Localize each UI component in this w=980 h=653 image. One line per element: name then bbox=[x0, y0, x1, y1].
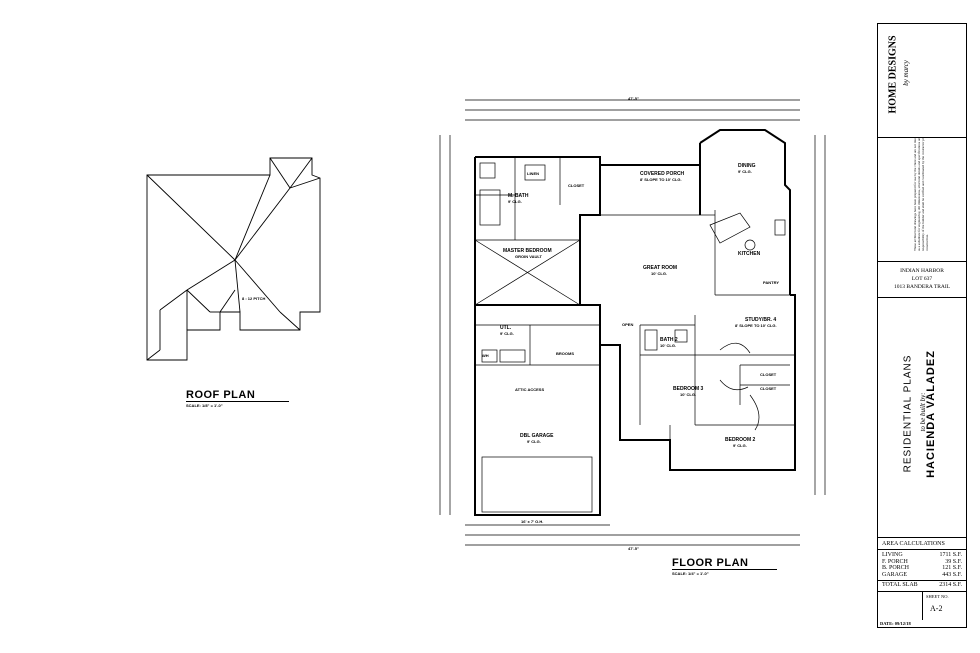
room-bath2-note: 10' CLG. bbox=[660, 343, 677, 348]
roof-plan-drawing bbox=[146, 157, 321, 361]
logo-text: HOME DESIGNS bbox=[888, 30, 899, 120]
area-label: LIVING bbox=[882, 552, 903, 558]
builder-name: HACIENDA VALADEZ bbox=[925, 350, 937, 478]
room-bedroom3-note: 10' CLG. bbox=[680, 392, 697, 397]
title-block: HOME DESIGNS by marcy These architectura… bbox=[877, 23, 967, 628]
overall-width-bottom: 47'-5" bbox=[628, 546, 639, 551]
logo-line2: by bbox=[902, 79, 910, 86]
logo-line1: HOME DESIGNS bbox=[887, 35, 899, 114]
sheet-no: A-2 bbox=[930, 604, 943, 613]
room-brooms: BROOMS bbox=[556, 351, 574, 356]
area-label: F. PORCH bbox=[882, 558, 908, 565]
subdivision: INDIAN HARBOR bbox=[900, 268, 944, 274]
overall-width-top: 47'-5" bbox=[628, 96, 639, 101]
floor-plan-scale: SCALE: 1/4" = 1'-0" bbox=[672, 571, 709, 576]
plans-cell: RESIDENTIAL PLANS to be built by: HACIEN… bbox=[878, 298, 966, 538]
room-garage-note: 9' CLG. bbox=[527, 439, 541, 444]
room-great-room: GREAT ROOM bbox=[643, 265, 678, 271]
sheet-label: SHEET NO. bbox=[926, 594, 949, 599]
total-value: 2314 S.F. bbox=[939, 582, 962, 588]
roof-plan-title-underline bbox=[186, 401, 289, 402]
room-master-bedroom: MASTER BEDROOM bbox=[503, 248, 552, 254]
room-bath2: BATH 2 bbox=[660, 337, 678, 343]
room-great-room-note: 10' CLG. bbox=[651, 271, 668, 276]
room-m-bath-note: 9' CLG. bbox=[508, 199, 522, 204]
disclaimer-cell: These architectural drawings have been p… bbox=[878, 138, 966, 262]
area-row-garage: GARAGE 443 S.F. bbox=[878, 572, 966, 579]
room-wh: WH bbox=[482, 353, 489, 358]
address: 1013 BANDERA TRAIL bbox=[893, 284, 951, 290]
sheet-cell: SHEET NO. A-2 DATE: 09/12/18 bbox=[878, 592, 966, 629]
room-utl-note: 9' CLG. bbox=[500, 331, 514, 336]
room-study-note: 8' SLOPE TO 10' CLG. bbox=[735, 323, 777, 328]
roof-plan-scale: SCALE: 1/8" = 1'-0" bbox=[186, 403, 223, 408]
room-closet-b: CLOSET bbox=[760, 372, 777, 377]
room-closet-c: CLOSET bbox=[760, 386, 777, 391]
area-row-f-porch: F. PORCH 39 S.F. bbox=[878, 559, 966, 566]
area-value: 1711 S.F. bbox=[939, 552, 962, 558]
room-covered-porch: COVERED PORCH bbox=[640, 171, 685, 177]
room-utl: UTL. bbox=[500, 325, 512, 331]
roof-plan-title: ROOF PLAN bbox=[186, 389, 256, 401]
area-cell: AREA CALCULATIONS LIVING 1711 S.F. F. POR… bbox=[878, 538, 966, 592]
disclaimer-text: These architectural drawings have been p… bbox=[913, 138, 929, 251]
room-master-bedroom-note: GROIN VAULT bbox=[515, 254, 542, 259]
area-row-total: TOTAL SLAB 2314 S.F. bbox=[878, 580, 966, 589]
room-m-bath: M. BATH bbox=[508, 193, 529, 199]
area-value: 443 S.F. bbox=[942, 571, 962, 578]
area-label: GARAGE bbox=[882, 571, 907, 578]
room-bedroom2: BEDROOM 2 bbox=[725, 437, 756, 443]
floor-plan-drawing bbox=[439, 99, 826, 546]
room-linen: LINEN bbox=[527, 171, 539, 176]
address-cell: INDIAN HARBOR LOT 637 1013 BANDERA TRAIL bbox=[878, 262, 966, 298]
sheet-left-box bbox=[878, 592, 923, 620]
room-study: STUDY/BR. 4 bbox=[745, 317, 777, 323]
sheet-date: DATE: 09/12/18 bbox=[880, 621, 911, 626]
logo-by: by marcy bbox=[902, 43, 910, 103]
total-label: TOTAL SLAB bbox=[882, 582, 918, 588]
garage-door-label: 16' x 7' O.H. bbox=[521, 519, 544, 524]
room-open: OPEN bbox=[622, 322, 634, 327]
area-label: B. PORCH bbox=[882, 565, 910, 571]
area-value: 121 S.F. bbox=[942, 565, 962, 571]
room-pantry: PANTRY bbox=[763, 280, 779, 285]
logo-cell: HOME DESIGNS by marcy bbox=[878, 24, 966, 138]
room-dining-note: 9' CLG. bbox=[738, 169, 752, 174]
room-garage: DBL GARAGE bbox=[520, 433, 554, 439]
room-dining: DINING bbox=[738, 163, 756, 169]
roof-pitch-label: 8 : 12 PITCH bbox=[242, 296, 266, 301]
area-title: AREA CALCULATIONS bbox=[878, 541, 966, 550]
floor-plan-title-underline bbox=[672, 569, 777, 570]
room-covered-porch-note: 8' SLOPE TO 10' CLG. bbox=[640, 177, 682, 182]
area-row-living: LIVING 1711 S.F. bbox=[878, 552, 966, 559]
lot: LOT 637 bbox=[911, 276, 933, 282]
room-attic-access: ATTIC ACCESS bbox=[515, 387, 545, 392]
area-value: 39 S.F. bbox=[945, 558, 962, 565]
room-kitchen: KITCHEN bbox=[738, 251, 761, 257]
area-row-b-porch: B. PORCH 121 S.F. bbox=[878, 565, 966, 572]
room-bedroom2-note: 9' CLG. bbox=[733, 443, 747, 448]
room-bedroom3: BEDROOM 3 bbox=[673, 386, 704, 392]
room-closet: CLOSET bbox=[568, 183, 585, 188]
floor-plan-title: FLOOR PLAN bbox=[672, 557, 749, 569]
plans-title: RESIDENTIAL PLANS bbox=[902, 354, 914, 473]
logo-line3: marcy bbox=[902, 60, 910, 78]
